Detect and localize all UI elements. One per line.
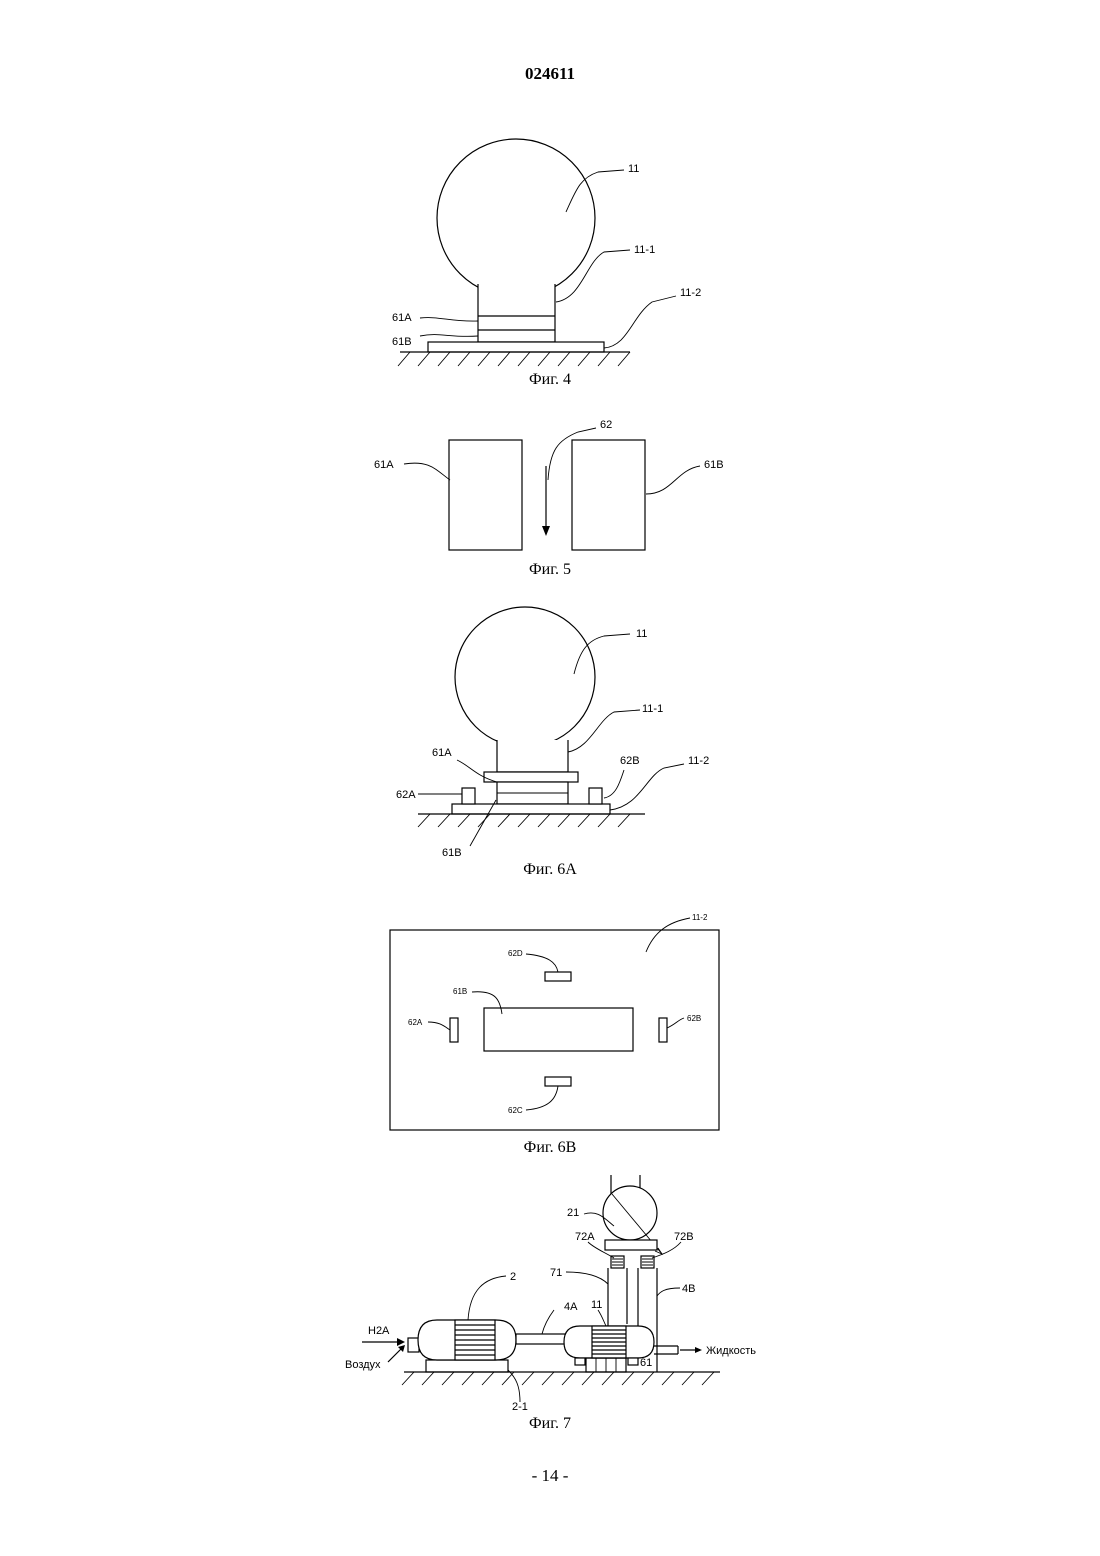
label-72a: 72A (575, 1231, 595, 1243)
valve-21 (603, 1186, 657, 1240)
label-62a: 62A (408, 1018, 423, 1027)
pump-foot-left (575, 1358, 585, 1365)
label-71: 71 (550, 1267, 562, 1279)
h2a-arrow-head (397, 1338, 405, 1346)
label-11-2: 11-2 (688, 755, 709, 767)
label-2: 2 (510, 1271, 516, 1283)
leader-11 (598, 1310, 606, 1326)
label-61a: 61A (392, 312, 412, 324)
motor-2-fin-lines (455, 1325, 495, 1355)
label-11: 11 (591, 1299, 602, 1311)
figure-5: 62 61A 61B Фиг. 5 (0, 410, 1100, 580)
leader-11-2 (610, 764, 684, 810)
figure-6b: 11-2 62D 61B 62A 62B 62C Фиг. 6B (0, 905, 1100, 1160)
label-62b: 62B (620, 755, 640, 767)
leader-62b (604, 770, 624, 798)
label-11: 11 (636, 628, 647, 640)
flange (605, 1240, 657, 1250)
stop-62b (589, 788, 602, 804)
label-61b: 61B (704, 459, 724, 471)
leader-61b (646, 466, 700, 494)
block-61b (484, 1008, 633, 1051)
block-61a (449, 440, 522, 550)
document-number: 024611 (0, 64, 1100, 84)
stop-62c (545, 1077, 571, 1086)
sphere-vessel (437, 139, 595, 297)
label-11-1: 11-1 (634, 244, 655, 256)
label-62b: 62B (687, 1014, 701, 1023)
figure-7-caption: Фиг. 7 (529, 1415, 571, 1432)
leader-61a (420, 318, 478, 322)
stop-62a (462, 788, 475, 804)
label-62a: 62A (396, 789, 416, 801)
label-11-2: 11-2 (692, 913, 708, 922)
air-arrow-shaft (388, 1348, 402, 1362)
figure-6a: 11 11-1 11-2 62B 61A 62A 61B Фиг. 6A (0, 600, 1100, 890)
block-61b (572, 440, 645, 550)
ground-hatching (402, 1372, 714, 1385)
base-plate (452, 804, 610, 814)
liquid-arrow-head (695, 1347, 702, 1353)
label-72b: 72B (674, 1231, 694, 1243)
leader-11-2 (604, 296, 676, 348)
label-4a: 4A (564, 1301, 578, 1313)
leader-4a (542, 1310, 554, 1334)
pump-foot-right (628, 1358, 638, 1365)
arrow-62-head (542, 526, 550, 536)
label-air: Воздух (345, 1359, 381, 1371)
label-61b: 61B (442, 847, 462, 859)
label-11-1: 11-1 (642, 703, 663, 715)
flange-72a-hatch (612, 1259, 623, 1265)
label-62c: 62C (508, 1106, 523, 1115)
page-number: - 14 - (0, 1466, 1100, 1486)
layer-61a (484, 772, 578, 782)
ground-hatching (418, 814, 630, 827)
sphere-vessel (455, 607, 595, 747)
stop-62a (450, 1018, 458, 1042)
label-62: 62 (600, 419, 612, 431)
figure-4: 11 11-1 11-2 61A 61B Фиг. 4 (0, 120, 1100, 400)
stop-62b (659, 1018, 667, 1042)
pump-11-fin-lines (592, 1330, 626, 1354)
motor-base-2-1 (426, 1360, 508, 1372)
figure-4-caption: Фиг. 4 (529, 371, 571, 388)
leader-2-1 (508, 1370, 520, 1402)
support-neck (478, 284, 555, 342)
figure-5-caption: Фиг. 5 (529, 561, 571, 578)
motor-air-inlet (408, 1338, 419, 1352)
label-h2a: H2A (368, 1325, 390, 1337)
label-61b: 61B (392, 336, 412, 348)
flange-72b-hatch (642, 1259, 653, 1265)
support-neck (497, 740, 568, 772)
figure-7: 21 72A 72B 71 2 4B 4A 11 H2A Воздух Жидк… (0, 1170, 1100, 1440)
shaft-4a (516, 1334, 570, 1344)
label-61a: 61A (374, 459, 394, 471)
label-liquid: Жидкость (706, 1345, 756, 1357)
leader-61a (404, 463, 450, 480)
label-2-1: 2-1 (512, 1401, 528, 1413)
label-21: 21 (567, 1207, 579, 1219)
leader-61b (420, 335, 478, 337)
leader-4b (657, 1288, 680, 1296)
label-61: 61 (640, 1357, 652, 1369)
mount-61-lines (596, 1358, 616, 1372)
base-plate (428, 342, 604, 352)
figure-6b-caption: Фиг. 6B (524, 1139, 577, 1156)
leader-71 (566, 1272, 608, 1284)
ground-hatching (398, 352, 630, 366)
figure-6a-caption: Фиг. 6A (523, 861, 577, 878)
label-61b: 61B (453, 987, 467, 996)
label-61a: 61A (432, 747, 452, 759)
stop-62d (545, 972, 571, 981)
label-4b: 4B (682, 1283, 695, 1295)
leader-2 (468, 1276, 506, 1320)
label-62d: 62D (508, 949, 523, 958)
label-11: 11 (628, 163, 639, 175)
label-11-2: 11-2 (680, 287, 701, 299)
